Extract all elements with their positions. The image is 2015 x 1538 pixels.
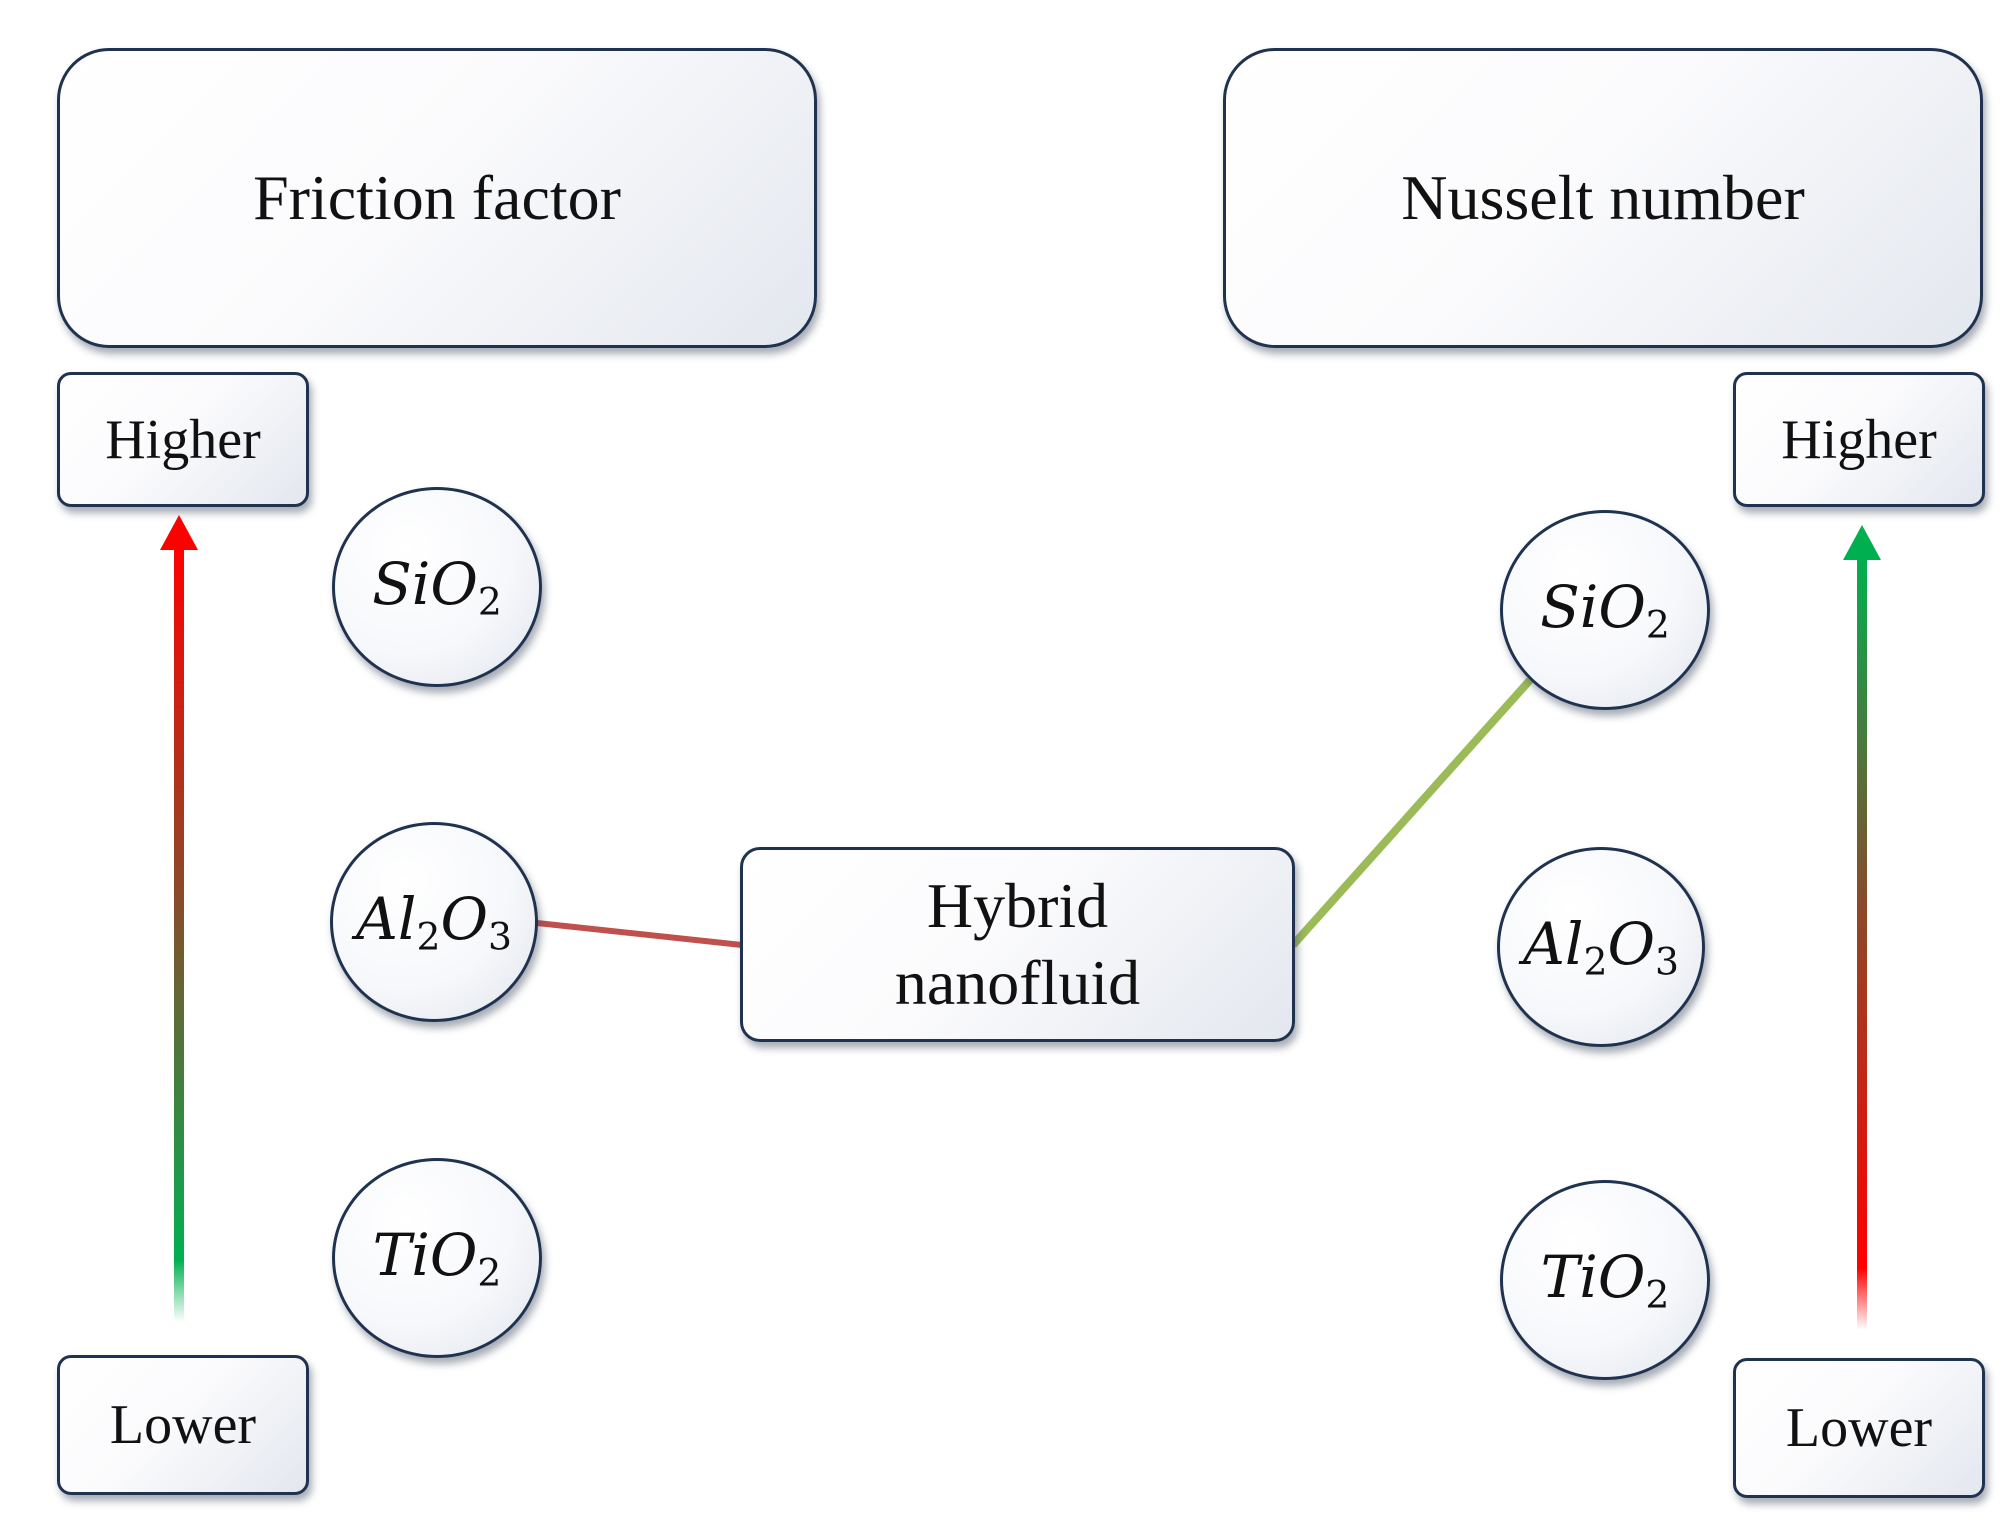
left-higher-box: Higher <box>57 372 309 507</box>
left-lower-label: Lower <box>109 1394 257 1456</box>
left-al2o3-formula: Al2O3 <box>356 885 512 959</box>
friction-factor-box: Friction factor <box>57 48 817 348</box>
right-al2o3-formula: Al2O3 <box>1523 910 1679 984</box>
link-to-right-sio2 <box>1290 677 1533 948</box>
hybrid-label-line2: nanofluid <box>894 946 1141 1018</box>
right-lower-box: Lower <box>1733 1358 1985 1498</box>
left-lower-box: Lower <box>57 1355 309 1495</box>
hybrid-label-line1: Hybrid <box>926 869 1109 941</box>
left-higher-label: Higher <box>105 408 261 471</box>
nusselt-number-box: Nusselt number <box>1223 48 1983 348</box>
right-higher-label: Higher <box>1781 408 1937 471</box>
left-al2o3-node: Al2O3 <box>330 822 538 1022</box>
hybrid-nanofluid-box: Hybrid nanofluid <box>740 847 1295 1042</box>
left-tio2-formula: TiO2 <box>372 1221 502 1295</box>
right-tio2-formula: TiO2 <box>1540 1243 1670 1317</box>
left-arrow-head <box>160 515 198 550</box>
right-arrow-head <box>1843 525 1881 560</box>
left-sio2-node: SiO2 <box>332 487 542 687</box>
nusselt-number-label: Nusselt number <box>1401 162 1805 233</box>
friction-factor-label: Friction factor <box>253 162 621 233</box>
right-tio2-node: TiO2 <box>1500 1180 1710 1380</box>
left-arrow-shaft <box>174 545 184 1322</box>
right-higher-box: Higher <box>1733 372 1985 507</box>
right-sio2-formula: SiO2 <box>1540 573 1670 647</box>
link-to-left-al2o3 <box>536 920 743 948</box>
left-sio2-formula: SiO2 <box>372 550 502 624</box>
right-arrow-shaft <box>1857 555 1867 1330</box>
left-tio2-node: TiO2 <box>332 1158 542 1358</box>
right-al2o3-node: Al2O3 <box>1497 847 1705 1047</box>
right-sio2-node: SiO2 <box>1500 510 1710 710</box>
right-lower-label: Lower <box>1785 1397 1933 1459</box>
